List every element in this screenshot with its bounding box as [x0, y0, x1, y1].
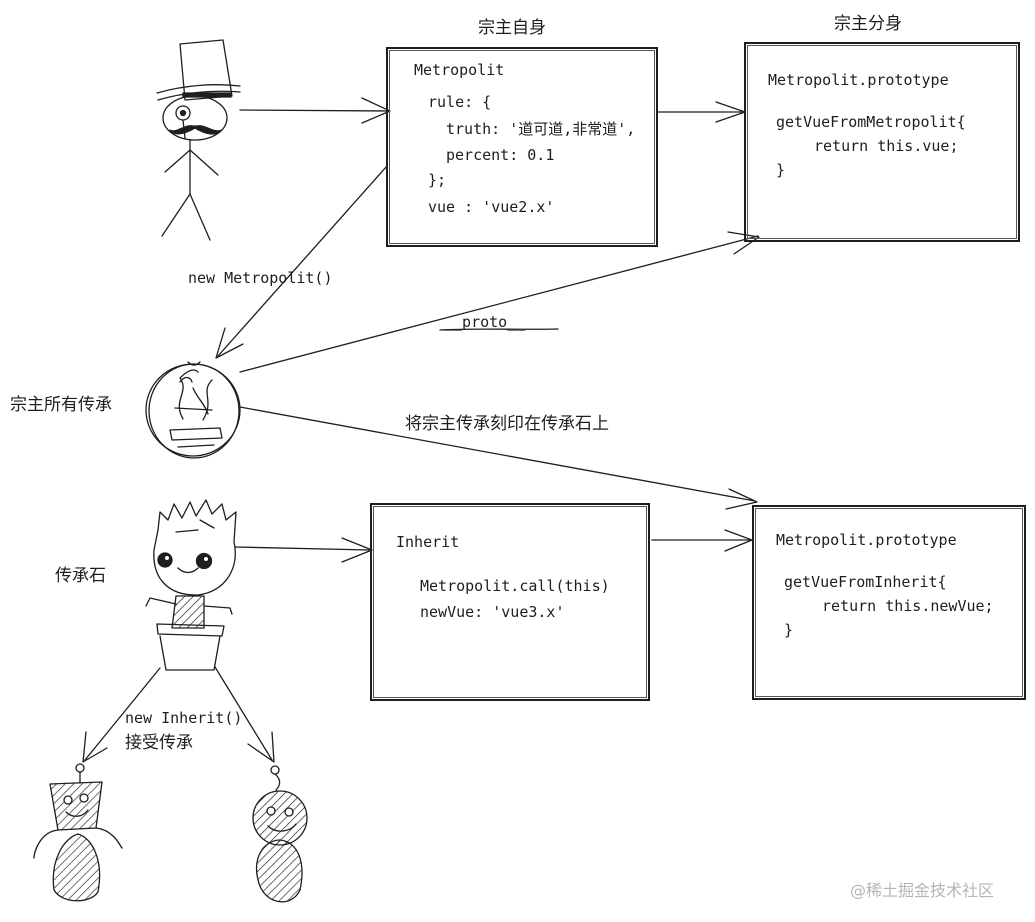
top-hat-stick-figure-icon — [156, 39, 241, 241]
arrow-metropolit-to-stone — [215, 165, 388, 359]
return-this-vue-line: return this.vue; — [814, 137, 959, 155]
inherit-prototype-close: } — [784, 621, 794, 639]
inherit-prototype-box — [752, 505, 1026, 700]
metropolit-box — [386, 47, 658, 247]
arrow-figure-to-metropolit — [239, 97, 391, 124]
arrow-groot-to-square-child — [82, 667, 161, 763]
watermark: @稀土掘金技术社区 — [850, 881, 995, 900]
metropolit-prototype-close: } — [776, 161, 786, 179]
new-metropolit-label: new Metropolit() — [188, 269, 333, 287]
inherit-box — [370, 503, 650, 701]
arrow-inherit-to-prototype — [651, 529, 753, 552]
all-inheritance-label: 宗主所有传承 — [10, 395, 112, 415]
metropolit-percent-line: percent: 0.1 — [446, 146, 555, 164]
arrow-groot-to-round-child — [214, 666, 275, 763]
arrow-stone-to-prototype — [239, 231, 760, 373]
new-inherit-label: new Inherit() — [125, 709, 243, 727]
inherit-prototype-title: Metropolit.prototype — [776, 531, 957, 549]
metropolit-prototype-title: Metropolit.prototype — [768, 71, 949, 89]
metropolit-truth-line: truth: '道可道,非常道', — [446, 120, 636, 138]
inherit-class-name: Inherit — [396, 533, 460, 551]
metropolit-class-name: Metropolit — [414, 61, 505, 79]
get-vue-from-inherit-line: getVueFromInherit{ — [784, 573, 947, 591]
accept-inheritance-label: 接受传承 — [125, 733, 193, 753]
metropolit-call-line: Metropolit.call(this) — [420, 577, 610, 595]
arrow-metropolit-to-prototype — [656, 101, 746, 123]
return-this-new-vue-line: return this.newVue; — [822, 597, 994, 615]
metropolit-prototype-box — [744, 42, 1020, 242]
self-title-label: 宗主自身 — [478, 18, 546, 38]
square-head-child-icon — [33, 763, 123, 902]
metropolit-vue-line: vue : 'vue2.x' — [428, 198, 555, 216]
clone-title-label: 宗主分身 — [834, 14, 902, 34]
proto-label: __proto__ — [444, 313, 526, 331]
arrow-groot-to-inherit — [234, 537, 373, 563]
get-vue-from-metropolit-line: getVueFromMetropolit{ — [776, 113, 966, 131]
arrow-stone-to-inherit-prototype — [239, 406, 758, 510]
new-vue-line: newVue: 'vue3.x' — [420, 603, 565, 621]
imprint-label: 将宗主传承刻印在传承石上 — [405, 414, 609, 434]
round-head-child-icon — [252, 765, 308, 903]
stone-label: 传承石 — [55, 566, 106, 586]
metropolit-rule-close: }; — [428, 171, 447, 189]
metropolit-rule-line: rule: { — [428, 93, 492, 111]
proto-underline — [439, 328, 559, 331]
inheritance-stone-icon — [145, 361, 241, 459]
groot-figure-icon — [145, 499, 237, 671]
